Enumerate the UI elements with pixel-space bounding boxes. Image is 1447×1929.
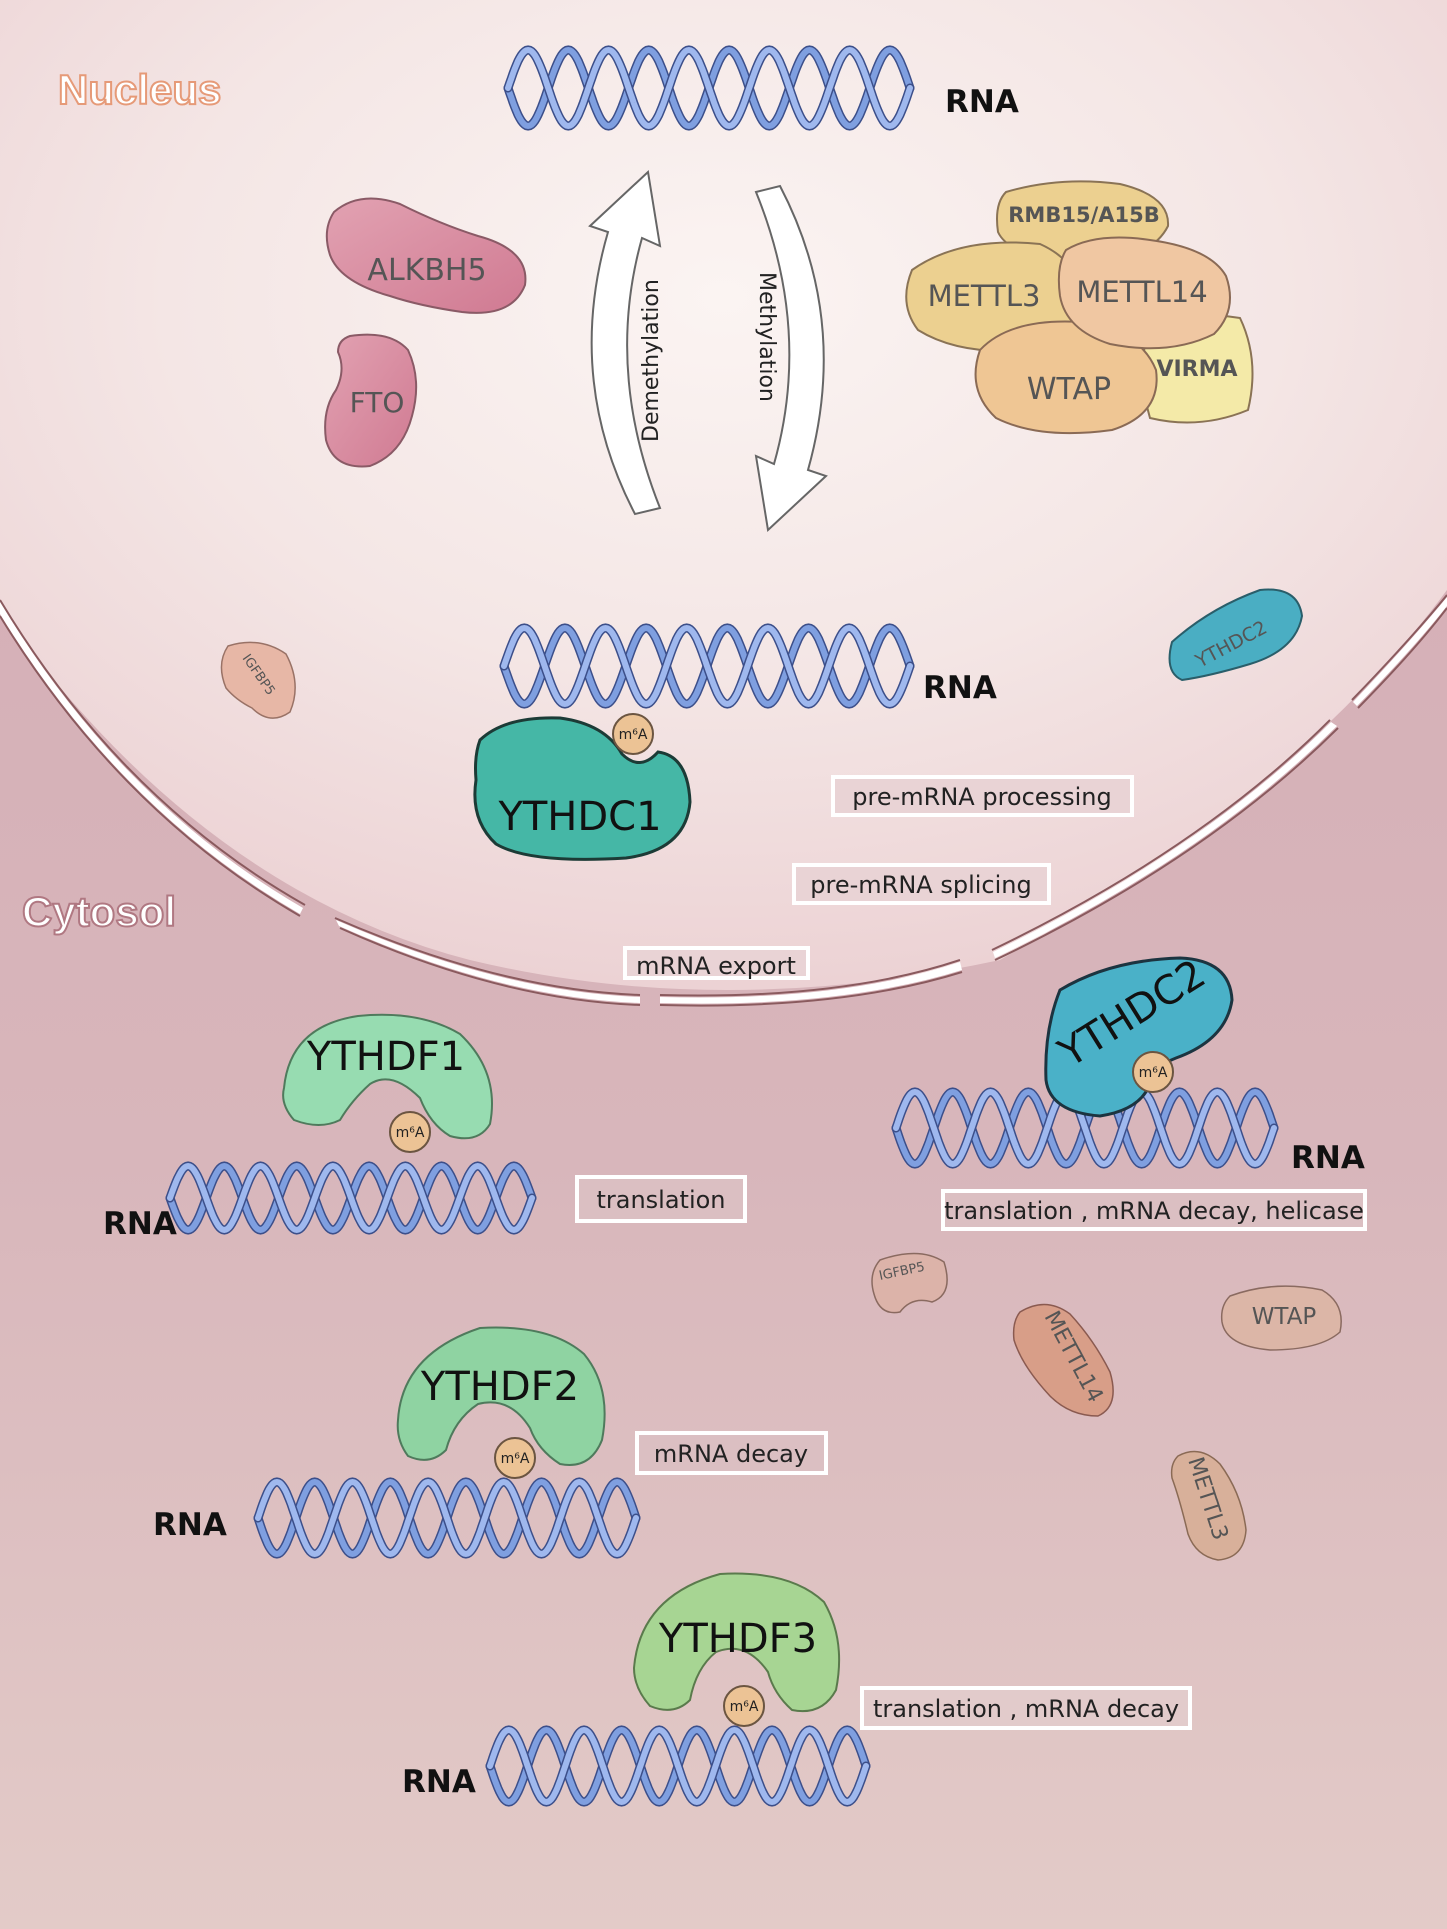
rna-label-top: RNA (945, 84, 1019, 120)
svg-text:mRNA export: mRNA export (636, 952, 796, 980)
svg-text:m⁶A: m⁶A (501, 1451, 530, 1467)
svg-text:translation: translation (596, 1186, 725, 1214)
mettl14-label: METTL14 (1076, 275, 1207, 309)
m6a-mark-ythdc1: m⁶A (612, 713, 654, 755)
fto-label: FTO (350, 386, 405, 419)
rna-strand (501, 624, 913, 708)
igfbp5-cytosol-protein: IGFBP5 (871, 1252, 948, 1314)
box-pre-mrna-splicing: pre-mRNA splicing (792, 863, 1051, 905)
svg-text:pre-mRNA splicing: pre-mRNA splicing (810, 871, 1031, 899)
rna-label-ythdf2: RNA (153, 1507, 227, 1543)
methylation-arrow: Methylation (754, 184, 828, 533)
svg-text:m⁶A: m⁶A (1139, 1065, 1168, 1081)
ythdf3-reader: YTHDF3 (632, 1572, 841, 1712)
svg-text:m⁶A: m⁶A (396, 1125, 425, 1141)
m6a-mark-ythdf2: m⁶A (494, 1437, 536, 1479)
svg-text:translation , mRNA decay: translation , mRNA decay (873, 1695, 1179, 1723)
methylation-label: Methylation (754, 272, 779, 402)
ythdc1-reader: YTHDC1 (473, 716, 692, 861)
writer-complex: RMB15/A15B METTL3 METTL14 WTAP VIRMA (905, 180, 1254, 435)
rna-helix-ythdf2 (253, 1477, 641, 1559)
rna-helix-ythdf1 (165, 1161, 537, 1235)
box-ythdc2-functions: translation , mRNA decay, helicase (941, 1189, 1367, 1231)
rna-helix-ythdc2 (891, 1087, 1279, 1169)
ythdf3-label: YTHDF3 (658, 1616, 817, 1662)
m6a-mark-ythdf3: m⁶A (723, 1685, 765, 1727)
svg-text:m⁶A: m⁶A (730, 1699, 759, 1715)
wtap-cytosol-protein: WTAP (1220, 1285, 1342, 1351)
alkbh5-label: ALKBH5 (367, 253, 486, 288)
rna-label-ythdc1: RNA (923, 670, 997, 706)
rna-helix-ythdc1 (499, 623, 915, 709)
box-pre-mrna-processing: pre-mRNA processing (831, 775, 1134, 817)
box-ythdf2-decay: mRNA decay (635, 1431, 828, 1475)
rna-label-ythdf3: RNA (402, 1764, 476, 1800)
m6a-mark-ythdc2: m⁶A (1132, 1051, 1174, 1093)
m6a-mark-ythdf1: m⁶A (389, 1111, 431, 1153)
virma-label: VIRMA (1156, 357, 1237, 382)
nuclear-envelope-fill (0, 597, 1447, 1004)
box-ythdf3-functions: translation , mRNA decay (860, 1686, 1192, 1730)
wtap-cytosol-label: WTAP (1252, 1304, 1317, 1330)
ythdc1-label: YTHDC1 (497, 794, 661, 840)
cytosol-label: Cytosol (22, 888, 176, 935)
demethylation-label: Demethylation (639, 279, 664, 442)
mettl3-cytosol-protein: METTL3 (1170, 1450, 1247, 1561)
rna-label-ythdc2: RNA (1291, 1140, 1365, 1176)
rna-strand (255, 1478, 639, 1558)
box-mrna-export: mRNA export (623, 946, 810, 980)
mettl14-protein (1057, 236, 1231, 350)
rna-strand (893, 1088, 1277, 1168)
rna-strand (167, 1162, 535, 1234)
svg-text:pre-mRNA processing: pre-mRNA processing (852, 783, 1111, 811)
rna-label-ythdf1: RNA (103, 1206, 177, 1242)
rna-helix-ythdf3 (485, 1725, 871, 1807)
nuclear-envelope (0, 594, 1447, 1007)
igfbp5-nucleus-protein: IGFBP5 (220, 641, 296, 719)
svg-text:mRNA decay: mRNA decay (654, 1440, 808, 1468)
box-ythdf1-translation: translation (575, 1175, 747, 1223)
svg-text:translation , mRNA decay, heli: translation , mRNA decay, helicase (944, 1197, 1364, 1225)
rna-strand (505, 46, 913, 130)
alkbh5-protein: ALKBH5 (325, 197, 527, 314)
wtap-protein (974, 320, 1158, 435)
nucleus-label: Nucleus (58, 66, 221, 113)
rna-strand (487, 1726, 869, 1806)
mettl3-label: METTL3 (928, 279, 1041, 313)
ythdf1-reader: YTHDF1 (282, 1013, 493, 1140)
demethylation-arrow: Demethylation (588, 169, 664, 516)
ythdf2-reader: YTHDF2 (396, 1326, 606, 1466)
fto-protein: FTO (324, 333, 418, 468)
wtap-label: WTAP (1027, 372, 1111, 407)
rna-helix-nucleus-top (503, 45, 915, 131)
ythdf1-label: YTHDF1 (306, 1034, 465, 1080)
svg-text:m⁶A: m⁶A (619, 727, 648, 743)
rbm15-label: RMB15/A15B (1008, 203, 1159, 227)
ythdf2-label: YTHDF2 (420, 1364, 579, 1410)
